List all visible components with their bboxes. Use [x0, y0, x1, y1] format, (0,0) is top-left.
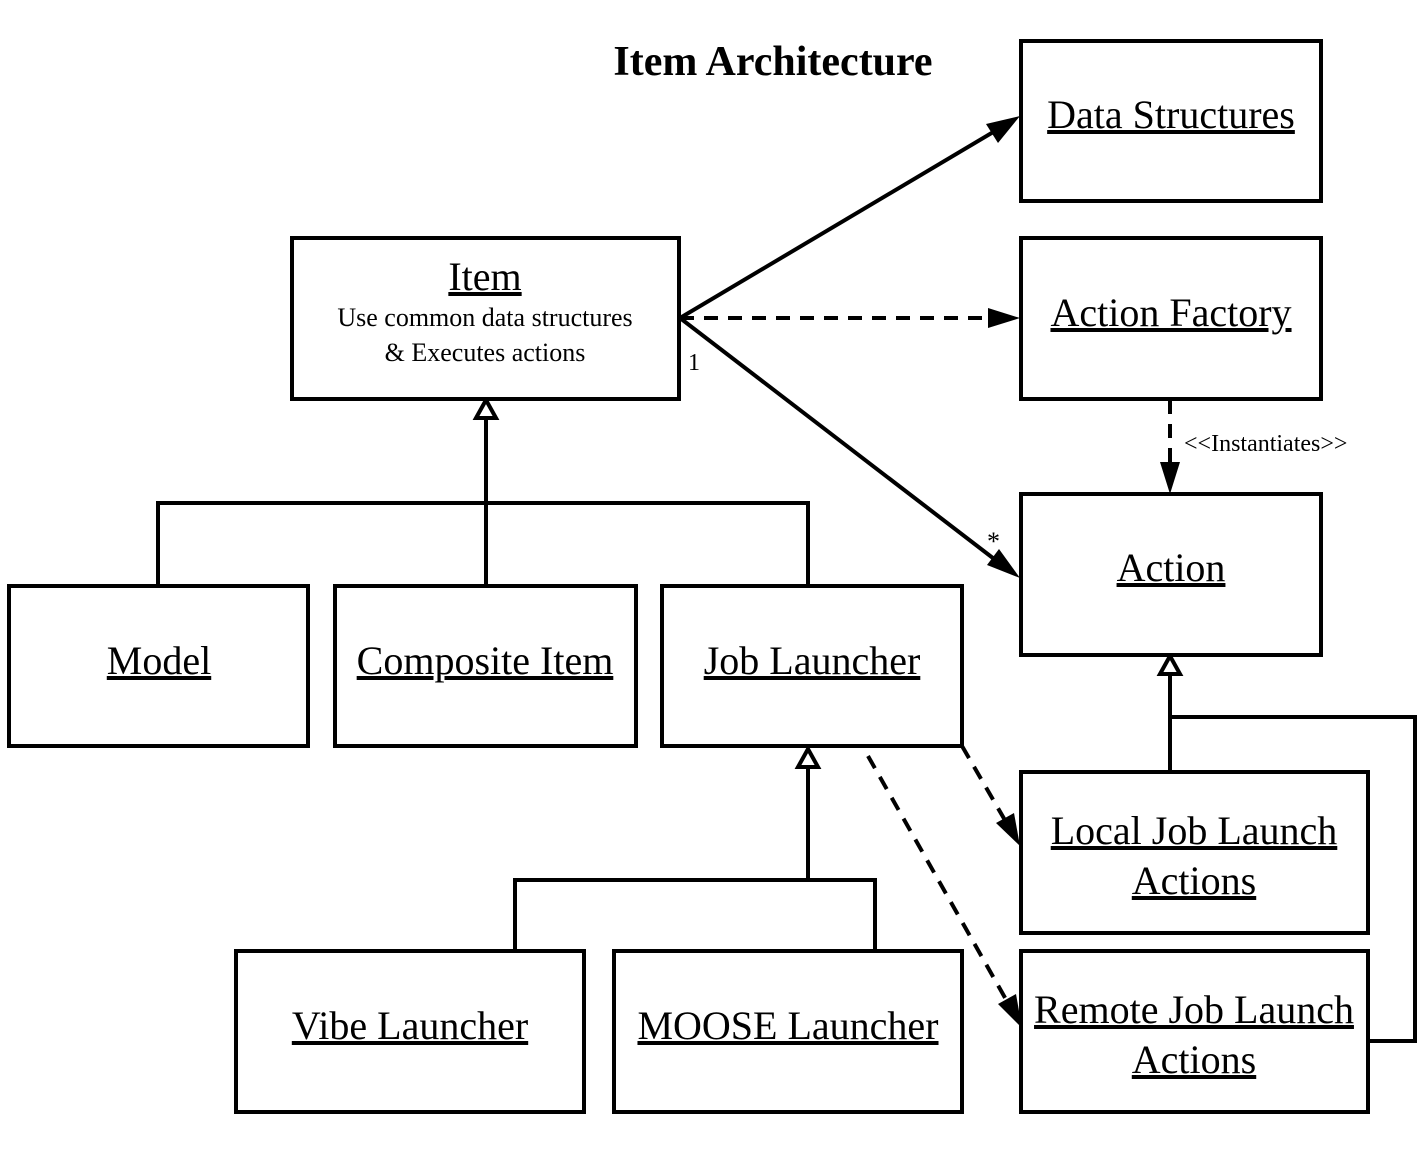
composite-item-label: Composite Item — [357, 638, 614, 683]
data-structures-label: Data Structures — [1047, 92, 1295, 137]
launcher-to-local-actions-line — [960, 744, 1008, 824]
model-box: Model — [7, 584, 310, 748]
data-structures-box: Data Structures — [1019, 39, 1323, 203]
job-launcher-label: Job Launcher — [704, 638, 921, 683]
launcher-inheritance-connector — [513, 878, 877, 950]
diagram-title: Item Architecture — [613, 39, 932, 85]
vibe-launcher-label: Vibe Launcher — [292, 1003, 528, 1048]
item-to-action-line — [678, 316, 1004, 567]
remote-actions-arrowhead — [998, 994, 1022, 1028]
composite-item-box: Composite Item — [333, 584, 638, 748]
vibe-launcher-box: Vibe Launcher — [234, 949, 586, 1114]
data-structures-arrowhead — [986, 116, 1020, 143]
action-inheritance-connector — [1170, 715, 1417, 1043]
local-job-launch-actions-box: Local Job Launch Actions — [1019, 770, 1370, 935]
remote-job-launch-label-line-2: Actions — [1132, 1037, 1256, 1082]
action-factory-arrowhead — [988, 308, 1020, 328]
local-actions-arrowhead — [996, 813, 1020, 846]
item-inheritance-triangle — [472, 395, 500, 420]
job-launcher-box: Job Launcher — [660, 584, 964, 748]
instantiates-arrowhead — [1160, 462, 1180, 494]
item-description-line-2: & Executes actions — [385, 338, 586, 367]
action-box: Action — [1019, 492, 1323, 657]
launcher-inheritance-triangle — [794, 744, 822, 769]
model-label: Model — [107, 638, 211, 683]
instantiates-stereotype-label: <<Instantiates>> — [1184, 431, 1347, 457]
action-factory-box: Action Factory — [1019, 236, 1323, 401]
action-label: Action — [1117, 545, 1226, 590]
item-to-data-structures-line — [678, 126, 1002, 320]
local-job-launch-label-line-1: Local Job Launch — [1051, 808, 1338, 853]
remote-job-launch-actions-box: Remote Job Launch Actions — [1019, 949, 1370, 1114]
multiplicity-one-label: 1 — [688, 350, 700, 376]
action-inheritance-triangle — [1156, 651, 1184, 676]
item-label: Item — [448, 254, 521, 299]
local-job-launch-label-line-2: Actions — [1132, 858, 1256, 903]
item-box: Item Use common data structures & Execut… — [290, 236, 681, 401]
moose-launcher-box: MOOSE Launcher — [612, 949, 964, 1114]
action-arrowhead — [987, 549, 1020, 578]
remote-job-launch-label-line-1: Remote Job Launch — [1034, 987, 1354, 1032]
item-inheritance-connector — [156, 501, 810, 585]
multiplicity-many-label: * — [987, 527, 1000, 556]
action-factory-label: Action Factory — [1050, 290, 1291, 335]
moose-launcher-label: MOOSE Launcher — [637, 1003, 938, 1048]
item-description-line-1: Use common data structures — [337, 303, 632, 332]
